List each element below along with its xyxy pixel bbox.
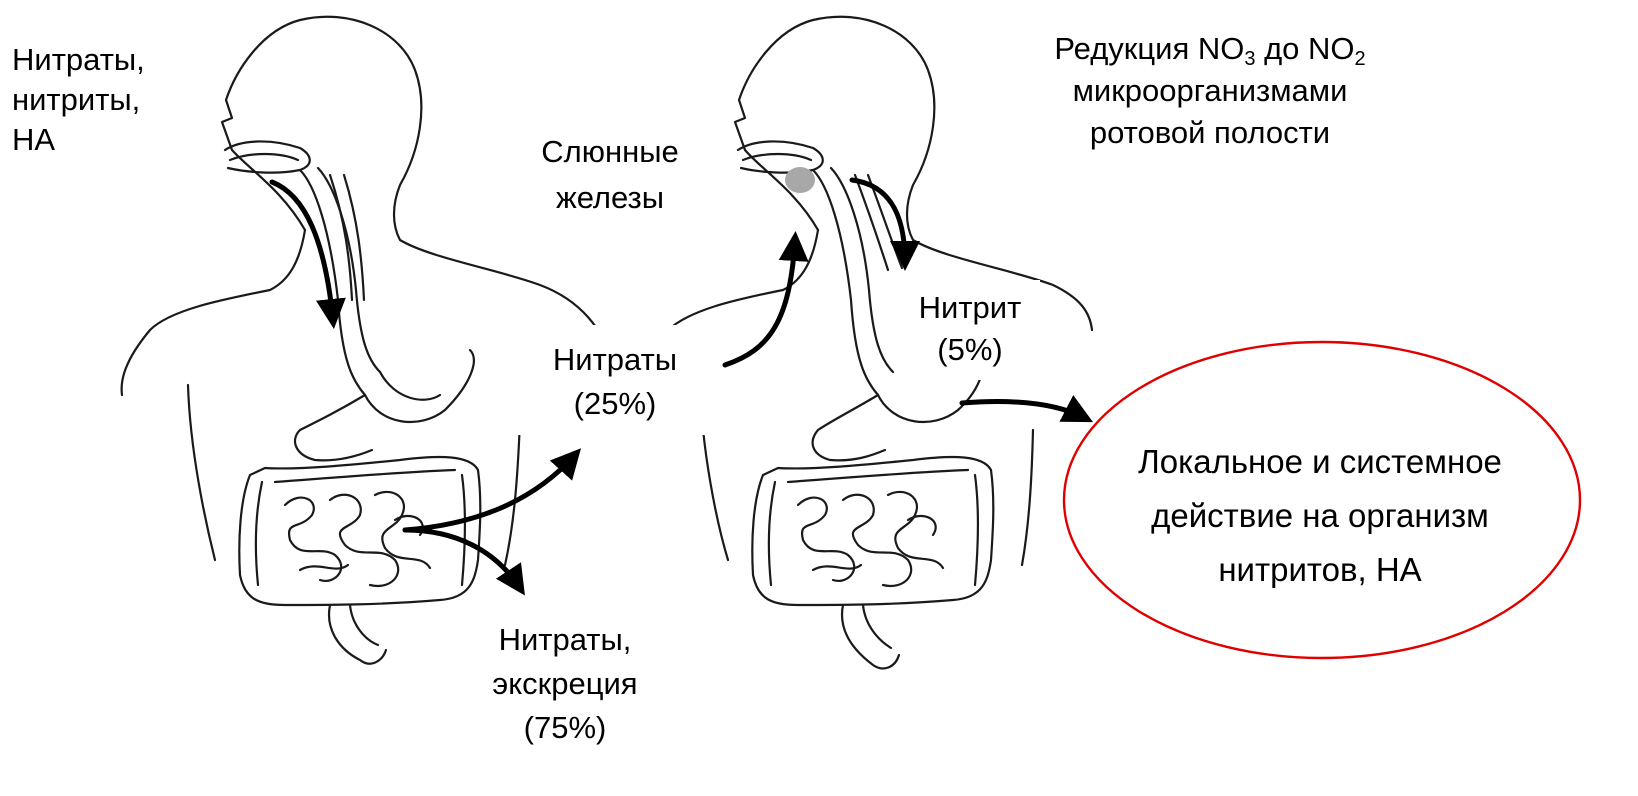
reduction-mid: до NO [1255, 31, 1354, 66]
reduction-label: Редукция NO3 до NO2 микроорганизмами рот… [1010, 28, 1410, 154]
intake-line1: Нитраты, [12, 40, 145, 80]
arrow-to-effect [962, 402, 1085, 418]
nitrates-line1: Нитраты [500, 340, 730, 380]
effect-line1: Локальное и системное [1070, 435, 1570, 489]
excretion-line2: экскреция [440, 664, 690, 704]
salivary-glands-label: Слюнные железы [500, 132, 720, 218]
intake-line2: нитриты, [12, 80, 145, 120]
nitrite-line1: Нитрит [890, 288, 1050, 328]
nitrates-absorbed-label: Нитраты (25%) [500, 340, 730, 424]
saliva-line1: Слюнные [500, 132, 720, 172]
reduction-prefix: Редукция NO [1054, 31, 1244, 66]
arrow-nitrite-swallow [852, 180, 905, 262]
excretion-line1: Нитраты, [440, 620, 690, 660]
arrow-absorption [405, 455, 575, 530]
effect-label: Локальное и системное действие на органи… [1070, 435, 1570, 597]
saliva-line2: железы [500, 178, 720, 218]
nitrite-label: Нитрит (5%) [890, 288, 1050, 370]
reduction-line3: ротовой полости [1010, 112, 1410, 154]
excretion-label: Нитраты, экскреция (75%) [440, 620, 690, 748]
effect-line2: действие на организм [1070, 489, 1570, 543]
intake-line3: НА [12, 120, 145, 160]
reduction-line2: микроорганизмами [1010, 70, 1410, 112]
effect-line3: нитритов, НА [1070, 543, 1570, 597]
nitrates-line2: (25%) [500, 384, 730, 424]
arrow-to-saliva [725, 240, 795, 365]
intake-label: Нитраты, нитриты, НА [12, 40, 145, 160]
arrow-ingestion [272, 182, 333, 320]
reduction-sub1: 3 [1244, 48, 1255, 70]
nitrite-line2: (5%) [890, 330, 1050, 370]
reduction-line1: Редукция NO3 до NO2 [1010, 28, 1410, 70]
salivary-gland-icon [785, 167, 815, 193]
reduction-sub2: 2 [1355, 48, 1366, 70]
excretion-line3: (75%) [440, 708, 690, 748]
